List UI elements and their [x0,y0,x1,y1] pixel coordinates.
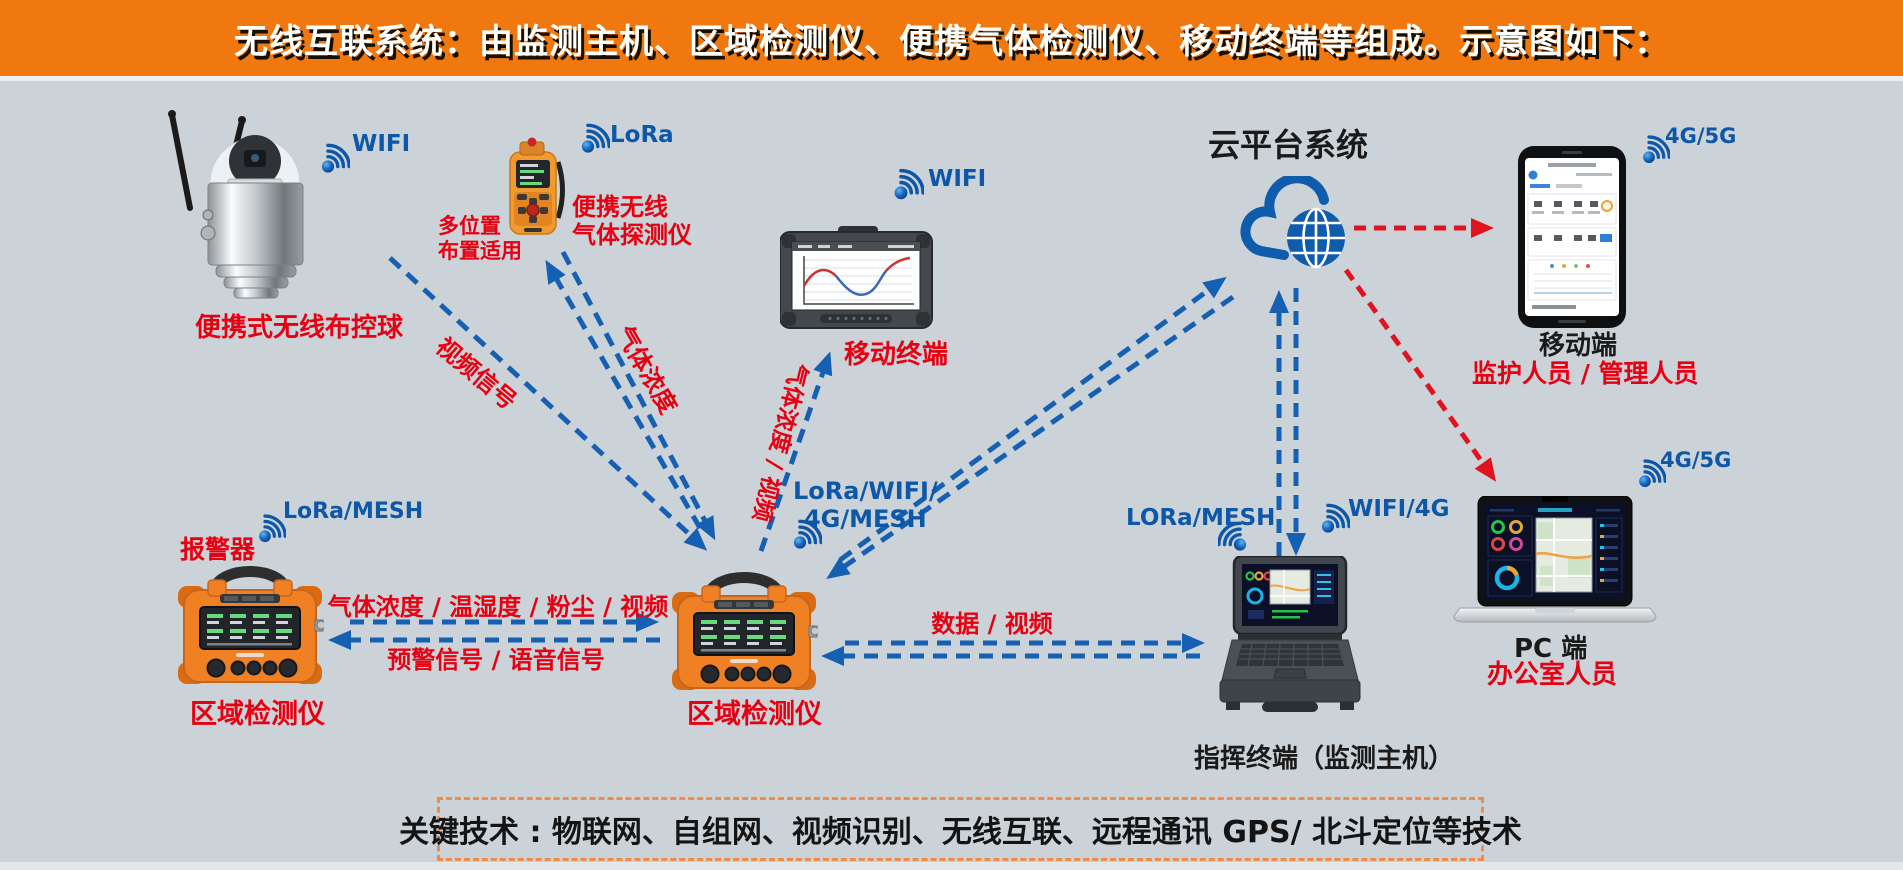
cloud-title: 云平台系统 [1208,126,1369,164]
terminal-signal-left-label: LORa/MESH [1126,505,1276,531]
arrow-cloud-to-pc [1343,268,1497,482]
center-signal-line1: LoRa/WIFI/ [793,477,938,505]
pc-users-label: 办公室人员 [1487,660,1618,690]
phone-name-label: 移动端 [1539,331,1618,361]
center-detector-name-label: 区域检测仪 [687,699,822,730]
link-label-warning-voice: 预警信号 / 语音信号 [387,645,605,674]
wifi-4g-icon [1320,500,1350,535]
banner-title: 无线互联系统：由监测主机、区域检测仪、便携气体检测仪、移动终端等组成。示意图如下… [234,21,1669,62]
tablet-name-label: 移动终端 [844,340,949,370]
gas-note-line2: 布置适用 [438,238,522,263]
command-terminal-device [1219,556,1361,712]
bottom-divider [0,862,1903,870]
pc-name-label: PC 端 [1514,634,1588,664]
tablet-device [780,226,933,329]
gas-name-line1: 便携无线 [572,193,668,221]
gas-name-line2: 气体探测仪 [572,221,692,250]
arrow-gas-to-center [560,250,716,541]
camera-name-label: 便携式无线布控球 [195,313,404,343]
cloud-platform-icon [1240,176,1345,269]
alarm-label: 报警器 [180,535,256,564]
link-label-video-signal: 视频信号 [430,332,522,416]
banner-divider [0,76,1903,81]
lora-icon [580,120,610,155]
phone-signal-label: 4G/5G [1665,124,1737,148]
link-label-data-video: 数据 / 视频 [931,609,1053,638]
pc-laptop-device [1453,496,1657,623]
pc-signal-label: 4G/5G [1660,448,1732,472]
key-technology-text: 关键技术 : 物联网、自组网、视频识别、无线互联、远程通讯 GPS/ 北斗定位等… [399,815,1522,850]
gas-note-line1: 多位置 [438,214,501,238]
alarm-detector-name-label: 区域检测仪 [190,699,325,730]
gas-detector-device [509,137,565,235]
tablet-signal-label: WIFI [928,166,987,192]
4g5g-signal-icon [1641,132,1670,165]
wifi-icon [892,165,924,201]
camera-signal-label: WIFI [352,131,411,157]
camera-ball-device [168,110,304,299]
center-area-detector-device [672,566,818,696]
gas-signal-label: LoRa [610,122,674,148]
phone-users-label: 监护人员 / 管理人员 [1472,359,1699,388]
terminal-signal-right-label: WIFI/4G [1348,496,1450,522]
wifi-icon [320,140,350,175]
alarm-signal-label: LoRa/MESH [283,499,424,524]
terminal-name-label: 指挥终端（监测主机） [1194,744,1455,774]
link-label-sensor-bundle: 气体浓度 / 温湿度 / 粉尘 / 视频 [327,592,669,621]
alarm-area-detector-device [178,560,324,690]
phone-device [1518,146,1626,328]
key-technology-box: 关键技术 : 物联网、自组网、视频识别、无线互联、远程通讯 GPS/ 北斗定位等… [399,797,1522,861]
center-signal-line2: 4G/MESH [803,505,927,534]
banner: 无线互联系统：由监测主机、区域检测仪、便携气体检测仪、移动终端等组成。示意图如下… [0,0,1903,76]
link-label-gas-concentration: 气体浓度 [610,321,683,419]
